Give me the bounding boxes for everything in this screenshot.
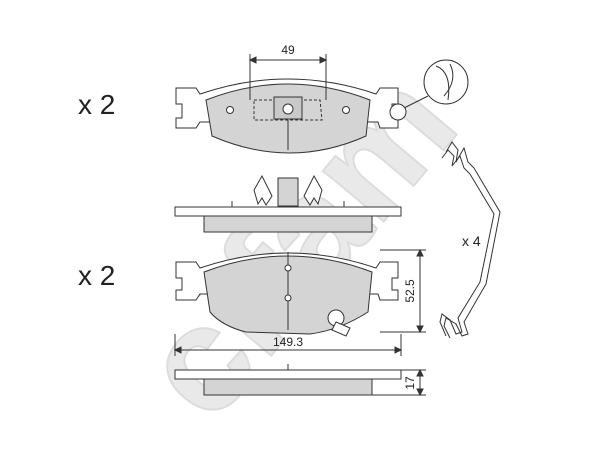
top-width-dimension — [248, 54, 328, 100]
height-dimension — [380, 248, 426, 334]
top-pad-center-boss — [253, 99, 323, 121]
retaining-clip — [439, 141, 501, 339]
side-view-center-block — [277, 177, 299, 207]
detail-magnifier-small — [389, 103, 407, 121]
top-pad — [175, 59, 469, 154]
bottom-pads-quantity: x 2 — [78, 260, 115, 291]
clips-quantity: x 4 — [462, 233, 481, 249]
height-label: 52.5 — [403, 279, 417, 303]
top-pad-center-hole — [282, 103, 294, 115]
side-view-right-clip — [303, 174, 323, 206]
detail-leader-line — [403, 95, 429, 109]
length-dimension — [173, 334, 403, 356]
bottom-side-friction-material — [203, 378, 373, 396]
top-pad-side-view — [174, 174, 402, 233]
top-pads-quantity: x 2 — [78, 89, 115, 120]
detail-magnifier-curve-2 — [443, 63, 454, 97]
detail-magnifier-curve — [435, 65, 450, 101]
bottom-pad-side-view — [174, 364, 402, 396]
clip-inner-wire — [439, 149, 495, 337]
bottom-side-backing-plate — [174, 369, 402, 380]
side-view-backing-plate — [174, 206, 402, 217]
top-pad-right-hole — [342, 106, 350, 114]
clip-outer-wire — [443, 141, 501, 339]
bottom-pad — [175, 252, 399, 337]
length-label: 149.3 — [273, 335, 303, 349]
side-view-left-clip — [253, 174, 273, 206]
thickness-dimension — [372, 368, 426, 397]
thickness-label: 17 — [403, 376, 417, 390]
side-view-friction-material — [203, 215, 373, 233]
detail-magnifier-large — [423, 59, 469, 105]
wear-sensor-lead — [331, 321, 351, 337]
bottom-pad-lower-hole — [284, 294, 292, 302]
top-pad-left-hole — [226, 106, 234, 114]
bottom-pad-upper-hole — [284, 264, 292, 272]
top-width-label: 49 — [281, 43, 295, 57]
